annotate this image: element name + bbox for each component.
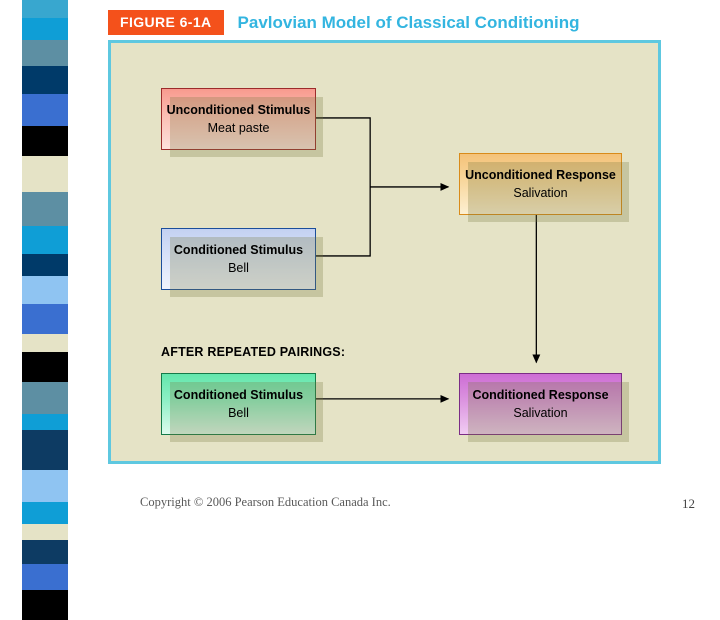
node-conditioned-stimulus-bottom: Conditioned Stimulus Bell — [161, 373, 323, 442]
node-title: Conditioned Stimulus — [173, 388, 304, 402]
node-conditioned-stimulus-top: Conditioned Stimulus Bell — [161, 228, 323, 297]
node-title: Conditioned Stimulus — [173, 243, 304, 257]
node-title: Unconditioned Response — [465, 168, 616, 182]
color-swatch-22 — [22, 590, 68, 620]
color-swatch-13 — [22, 352, 68, 382]
footer-copyright: Copyright © 2006 Pearson Education Canad… — [140, 495, 391, 509]
color-swatch-12 — [22, 334, 68, 352]
color-swatch-11 — [22, 304, 68, 334]
node-title: Conditioned Response — [472, 388, 609, 402]
node-unconditioned-stimulus: Unconditioned Stimulus Meat paste — [161, 88, 323, 157]
color-swatch-10 — [22, 276, 68, 304]
color-swatch-2 — [22, 40, 68, 66]
after-repeated-pairings-label: AFTER REPEATED PAIRINGS: — [161, 345, 346, 359]
connector-lines — [313, 117, 541, 403]
color-swatch-18 — [22, 502, 68, 524]
figure-title: Pavlovian Model of Classical Conditionin… — [237, 12, 580, 32]
color-swatch-15 — [22, 414, 68, 430]
node-subtitle: Bell — [228, 260, 249, 275]
color-swatch-6 — [22, 156, 68, 192]
color-swatch-14 — [22, 382, 68, 414]
color-swatch-20 — [22, 540, 68, 564]
figure-header: FIGURE 6-1A Pavlovian Model of Classical… — [108, 10, 579, 35]
decorative-color-strip — [22, 0, 68, 620]
node-subtitle: Meat paste — [207, 120, 270, 135]
node-unconditioned-response: Unconditioned Response Salivation — [459, 153, 629, 222]
color-swatch-5 — [22, 126, 68, 156]
color-swatch-4 — [22, 94, 68, 126]
node-subtitle: Salivation — [513, 405, 568, 420]
node-subtitle: Bell — [228, 405, 249, 420]
node-title: Unconditioned Stimulus — [166, 103, 311, 117]
diagram-panel: Unconditioned Stimulus Meat paste Condit… — [108, 40, 661, 464]
color-swatch-7 — [22, 192, 68, 226]
color-swatch-8 — [22, 226, 68, 254]
color-swatch-16 — [22, 430, 68, 470]
color-swatch-0 — [22, 0, 68, 18]
color-swatch-1 — [22, 18, 68, 40]
color-swatch-17 — [22, 470, 68, 502]
color-swatch-21 — [22, 564, 68, 590]
footer-page-number: 12 — [682, 496, 695, 511]
color-swatch-19 — [22, 524, 68, 540]
node-conditioned-response: Conditioned Response Salivation — [459, 373, 629, 442]
node-subtitle: Salivation — [513, 185, 568, 200]
color-swatch-3 — [22, 66, 68, 94]
figure-badge: FIGURE 6-1A — [108, 10, 224, 35]
color-swatch-9 — [22, 254, 68, 276]
